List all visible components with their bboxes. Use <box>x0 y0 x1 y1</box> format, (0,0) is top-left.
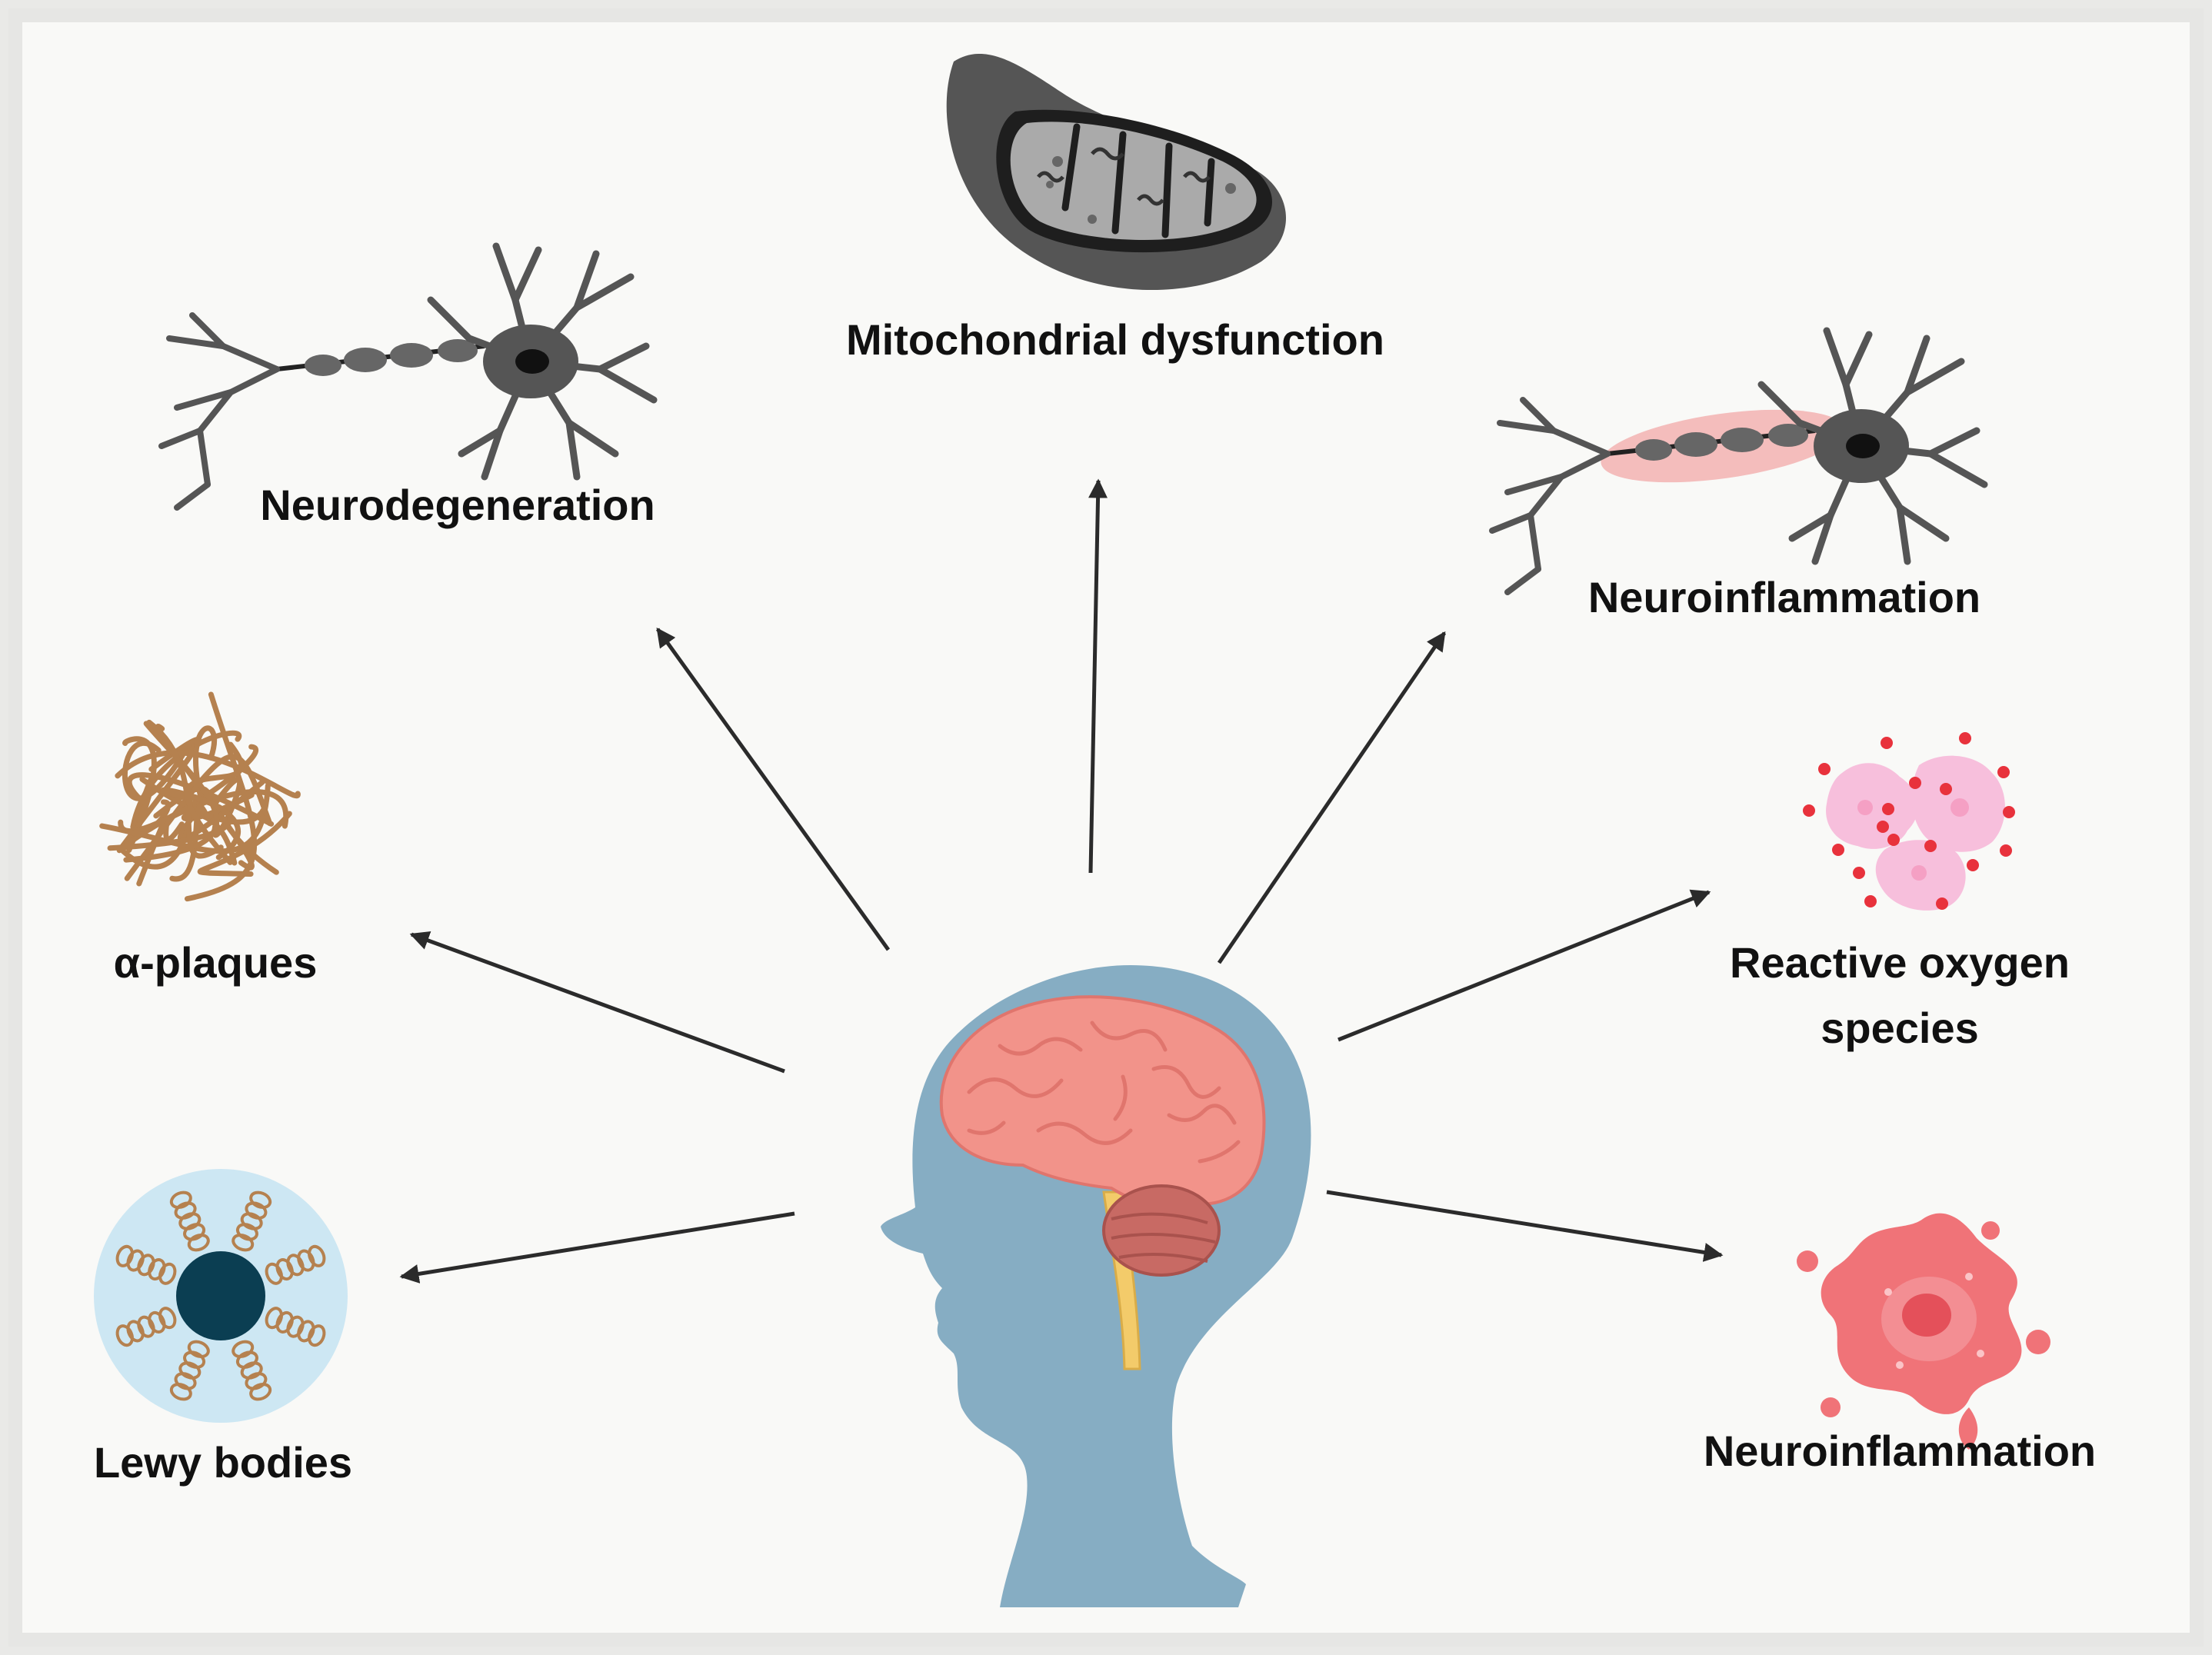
label-reactive-oxygen-species-line1: Reactive oxygen <box>1730 938 2070 987</box>
label-lewy-bodies: Lewy bodies <box>93 1438 353 1487</box>
label-alpha-plaques: α-plaques <box>113 938 318 987</box>
lewy-coil <box>183 1223 206 1241</box>
arrow-to-mitochondria <box>1088 478 1108 874</box>
lewy-coil <box>286 1315 305 1338</box>
lewy-coil <box>174 1201 197 1220</box>
plaque-fiber <box>123 721 219 863</box>
arrow-to-neuroinflammation-bottom <box>1326 1190 1724 1262</box>
lewy-coil <box>158 1307 177 1330</box>
lewy-coil <box>235 1350 258 1369</box>
lewy-coil <box>308 1324 326 1347</box>
lewy-coil <box>265 1262 283 1285</box>
plaque-fiber <box>185 741 245 865</box>
lewy-coil <box>183 1350 206 1369</box>
plaque-fiber <box>115 750 301 799</box>
plaque-fiber <box>197 811 292 877</box>
lewy-coil <box>137 1315 155 1338</box>
lewy-coil <box>275 1310 294 1334</box>
plaque-tangle-icon <box>99 691 301 902</box>
ros-dots <box>1803 732 2015 910</box>
lewy-coil <box>297 1249 315 1272</box>
arrow-to-ros <box>1338 889 1711 1042</box>
lewy-coil <box>148 1310 166 1334</box>
inflamed-neuron-icon <box>1492 331 1984 592</box>
lewy-coil <box>158 1262 177 1285</box>
lewy-coil <box>137 1254 155 1277</box>
arrow-to-neurodegeneration <box>655 627 891 951</box>
lewy-coil <box>174 1372 197 1390</box>
label-mitochondrial-dysfunction: Mitochondrial dysfunction <box>846 315 1384 364</box>
lewy-coil <box>249 1190 272 1209</box>
microglia-icon <box>1797 1213 2050 1450</box>
plaque-fiber <box>124 754 273 881</box>
arrow-to-plaques <box>409 931 785 1074</box>
arrow-to-neuroinflammation-top <box>1217 631 1447 964</box>
label-neuroinflammation-top: Neuroinflammation <box>1587 573 1981 621</box>
lewy-coil <box>240 1212 263 1230</box>
lewy-coil <box>297 1320 315 1343</box>
label-neuroinflammation-bottom: Neuroinflammation <box>1703 1427 2097 1475</box>
lewy-coil <box>148 1258 166 1281</box>
lewy-coil <box>187 1234 210 1252</box>
lewy-coil <box>286 1254 305 1277</box>
lewy-coil <box>245 1201 268 1220</box>
lewy-coil <box>240 1361 263 1380</box>
lewy-coil <box>178 1212 202 1230</box>
lewy-coil <box>126 1249 145 1272</box>
lewy-coil <box>245 1372 268 1390</box>
label-neurodegeneration: Neurodegeneration <box>260 481 655 529</box>
lewy-coil <box>178 1361 202 1380</box>
lewy-coil <box>275 1258 294 1281</box>
lewy-coil <box>265 1307 283 1330</box>
plaque-fiber <box>146 719 224 859</box>
plaque-fiber <box>122 740 192 801</box>
plaque-fiber <box>160 787 242 861</box>
reactive-oxygen-species-icon <box>1803 732 2015 911</box>
lewy-coil <box>115 1324 134 1347</box>
lewy-coil <box>308 1244 326 1267</box>
plaque-fiber <box>126 772 275 827</box>
lewy-coil <box>126 1320 145 1343</box>
lewy-coil <box>187 1340 210 1358</box>
plaque-fiber <box>193 725 217 805</box>
lewy-coil <box>115 1244 134 1267</box>
arrows <box>399 478 1724 1284</box>
lewy-coil <box>235 1223 258 1241</box>
lewy-coil <box>232 1340 255 1358</box>
lewy-coil <box>169 1190 192 1209</box>
lewy-body-icon <box>94 1169 348 1423</box>
lewy-coil <box>232 1234 255 1252</box>
label-reactive-oxygen-species-line2: species <box>1821 1004 1979 1052</box>
arrow-to-lewy-bodies <box>399 1211 795 1284</box>
plaque-fiber <box>169 804 210 882</box>
lewy-coil <box>249 1383 272 1401</box>
head-with-brain-icon <box>881 965 1311 1607</box>
lewy-coil <box>169 1383 192 1401</box>
mitochondrion-icon <box>946 53 1287 291</box>
